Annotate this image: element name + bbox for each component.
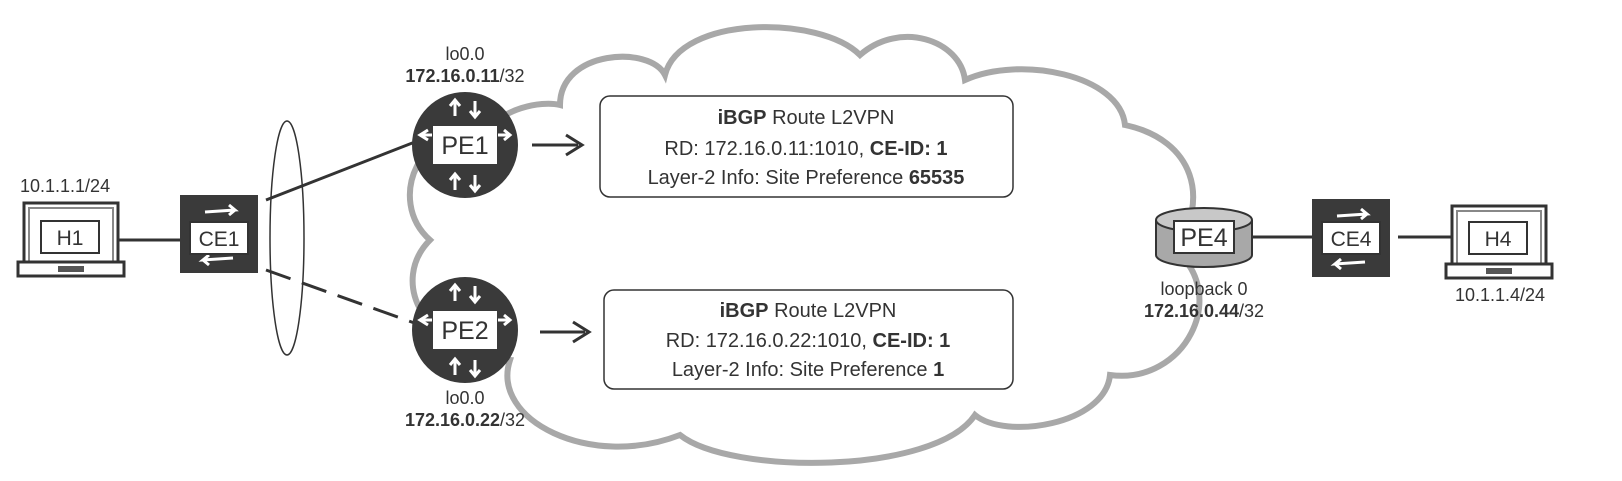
pe2-addr-label: 172.16.0.22/32: [405, 410, 525, 430]
router-pe2: PE2 lo0.0 172.16.0.22/32: [405, 277, 525, 430]
route-pe2-line1: iBGP Route L2VPN: [720, 300, 897, 322]
switch-ce4: CE4: [1312, 199, 1390, 277]
h4-label: H4: [1485, 228, 1512, 251]
multihoming-ellipse: [269, 120, 305, 356]
pe1-arrows-icon: [417, 97, 513, 194]
route-pe1-line3: Layer-2 Info: Site Preference 65535: [648, 167, 965, 189]
route-pe1-line1: iBGP Route L2VPN: [718, 107, 895, 129]
pe4-label-box: [1173, 220, 1235, 254]
pe4-addr-suffix: /32: [1239, 301, 1264, 321]
route-box-pe1-frame: [599, 95, 1014, 198]
route-box-pe1: iBGP Route L2VPN RD: 172.16.0.11:1010, C…: [599, 95, 1014, 198]
h4-ip-label: 10.1.1.4/24: [1455, 285, 1545, 305]
pe2-addr-suffix: /32: [500, 410, 525, 430]
pe4-iface-label: loopback 0: [1160, 279, 1247, 299]
router-pe4: PE4 loopback 0 172.16.0.44/32: [1144, 207, 1264, 321]
h1-label-box: [40, 220, 100, 254]
link-ce1-pe1: [265, 138, 421, 202]
route-box-pe2: iBGP Route L2VPN RD: 172.16.0.22:1010, C…: [603, 289, 1014, 390]
pe2-label-box: [433, 311, 497, 349]
ce1-label-box: [189, 221, 249, 255]
pe2-advert-arrow-icon: [540, 320, 592, 344]
host-h1: 10.1.1.1/24 H1: [16, 176, 126, 278]
pe1-advert-arrow-icon: [532, 133, 585, 157]
ce4-label-box: [1321, 221, 1381, 255]
ce4-arrow-left-icon: [1330, 257, 1366, 271]
provider-cloud: [407, 24, 1203, 466]
link-ce1-pe2-backup: [265, 268, 421, 327]
router-pe1: lo0.0 172.16.0.11/32 PE1: [405, 44, 525, 198]
ce4-arrow-right-icon: [1336, 207, 1371, 221]
pe4-addr-bold: 172.16.0.44: [1144, 301, 1239, 321]
pe2-arrows-icon: [417, 282, 513, 379]
ce1-label: CE1: [199, 228, 240, 251]
pe4-label: PE4: [1180, 224, 1227, 252]
h4-keyboard-slot: [1486, 268, 1512, 274]
h1-keyboard-slot: [58, 266, 84, 272]
ce1-arrow-left-icon: [198, 253, 234, 267]
pe4-addr-label: 172.16.0.44/32: [1144, 301, 1264, 321]
pe1-label-box: [433, 126, 497, 164]
route-box-pe2-frame: [603, 289, 1014, 390]
route-pe2-line2: RD: 172.16.0.22:1010, CE-ID: 1: [666, 330, 951, 352]
route-pe2-line3: Layer-2 Info: Site Preference 1: [672, 359, 944, 381]
pe1-iface-label: lo0.0: [445, 44, 484, 64]
pe2-iface-label: lo0.0: [445, 388, 484, 408]
h1-label: H1: [57, 227, 84, 250]
pe1-addr-label: 172.16.0.11/32: [405, 66, 524, 86]
pe1-addr-bold: 172.16.0.11: [405, 66, 499, 86]
pe1-label: PE1: [441, 132, 488, 160]
ce1-arrow-right-icon: [204, 203, 239, 217]
host-h4: H4 10.1.1.4/24: [1444, 204, 1554, 305]
pe2-addr-bold: 172.16.0.22: [405, 410, 500, 430]
pe1-addr-suffix: /32: [500, 66, 525, 86]
h1-ip-label: 10.1.1.1/24: [20, 176, 110, 196]
route-pe1-line2: RD: 172.16.0.11:1010, CE-ID: 1: [664, 138, 947, 160]
switch-ce1: CE1: [180, 195, 258, 273]
pe2-label: PE2: [441, 317, 488, 345]
ce4-label: CE4: [1331, 228, 1372, 251]
h4-label-box: [1468, 221, 1528, 255]
